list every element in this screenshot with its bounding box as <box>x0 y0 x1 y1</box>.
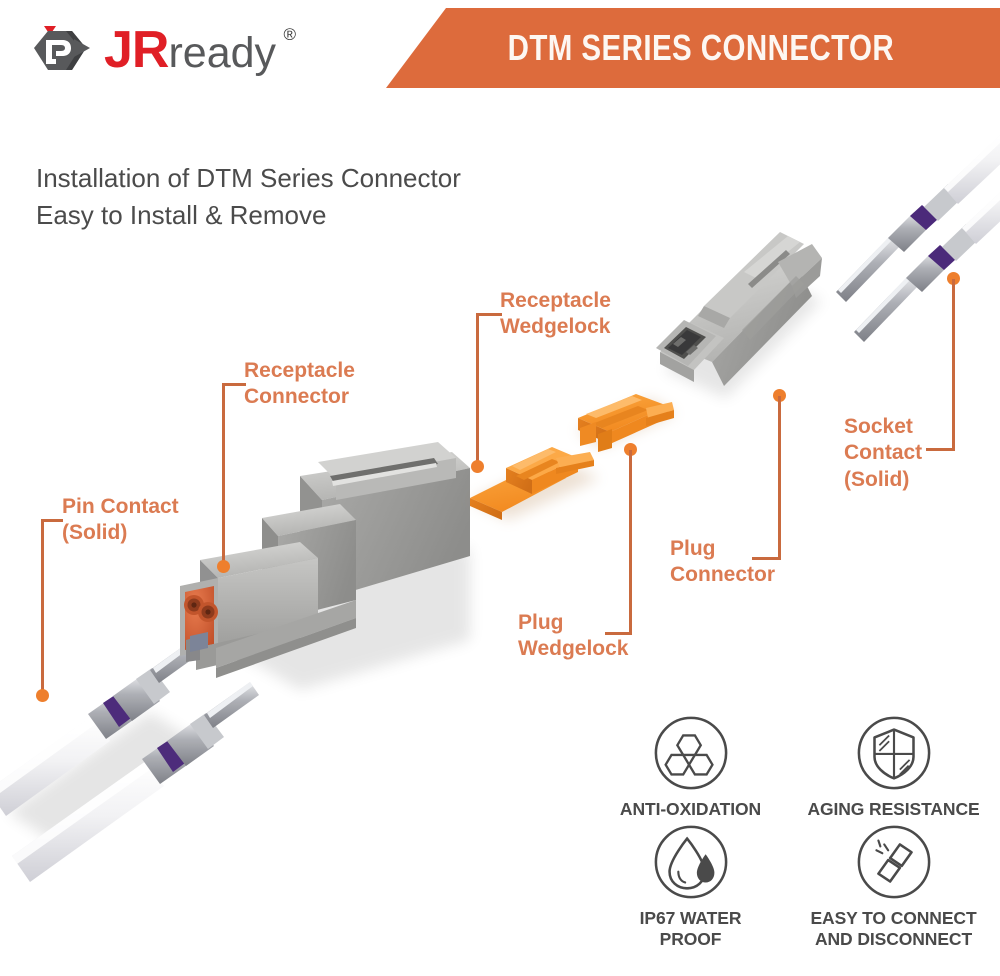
leader-dot-pin-contact <box>36 689 49 702</box>
plug-wedgelock-part <box>576 394 676 452</box>
leader-dot-plug-wedgelock <box>624 443 637 456</box>
leader-stub-receptacle-connector <box>222 383 246 386</box>
callout-label-plug-connector: Plug Connector <box>670 537 775 587</box>
shield-icon <box>857 716 930 790</box>
leader-stub-socket-contact <box>926 448 955 451</box>
jrready-hex-logo-icon <box>34 26 90 70</box>
pin-contact-pair <box>0 637 259 882</box>
leader-stub-plug-connector <box>752 557 781 560</box>
leader-dot-receptacle-wedgelock <box>471 460 484 473</box>
water-drop-icon <box>654 825 727 899</box>
subtitle-line-2: Easy to Install & Remove <box>36 199 327 230</box>
leader-dot-socket-contact <box>947 272 960 285</box>
feature-label-ip67-waterproof: IP67 WATER PROOF <box>639 908 742 949</box>
banner-title: DTM SERIES CONNECTOR <box>507 27 895 68</box>
receptacle-wedgelock-part <box>470 447 600 520</box>
logo-text-ready: ready <box>168 29 277 77</box>
logo-text-jr: JR <box>104 21 169 79</box>
feature-aging-resistance: AGING RESISTANCE <box>795 714 992 819</box>
plug-connector-body <box>656 232 822 398</box>
feature-easy-connect: EASY TO CONNECT AND DISCONNECT <box>795 823 992 949</box>
feature-list: ANTI-OXIDATION AGING RESISTANCE <box>592 714 992 949</box>
leader-line-receptacle-wedgelock <box>476 313 479 465</box>
callout-label-socket-contact: Socket Contact (Solid) <box>844 415 923 491</box>
leader-dot-plug-connector <box>773 389 786 402</box>
socket-contact-pair <box>836 135 1000 342</box>
leader-line-pin-contact <box>41 519 44 694</box>
callout-label-plug-wedgelock: Plug Wedgelock <box>518 611 629 661</box>
feature-label-easy-connect: EASY TO CONNECT AND DISCONNECT <box>810 908 977 949</box>
feature-label-aging-resistance: AGING RESISTANCE <box>807 799 980 819</box>
brand-logo: JRready ® <box>26 20 296 79</box>
hexagons-icon <box>654 716 727 790</box>
leader-stub-receptacle-wedgelock <box>476 313 502 316</box>
leader-line-plug-connector <box>778 396 781 560</box>
callout-label-receptacle-connector: Receptacle Connector <box>244 359 355 409</box>
callout-label-receptacle-wedgelock: Receptacle Wedgelock <box>500 289 611 339</box>
leader-line-receptacle-connector <box>222 383 225 565</box>
subtitle-line-1: Installation of DTM Series Connector <box>36 163 461 193</box>
leader-dot-receptacle-connector <box>217 560 230 573</box>
feature-anti-oxidation: ANTI-OXIDATION <box>592 714 789 819</box>
broken-link-icon <box>857 825 930 899</box>
receptacle-connector-body <box>180 442 470 690</box>
page-subtitle: Installation of DTM Series Connector Eas… <box>36 160 461 234</box>
title-banner: DTM SERIES CONNECTOR <box>386 8 1000 88</box>
leader-line-plug-wedgelock <box>629 450 632 635</box>
leader-stub-plug-wedgelock <box>605 632 632 635</box>
brand-wordmark: JRready ® <box>104 21 296 79</box>
callout-label-pin-contact: Pin Contact (Solid) <box>62 495 179 545</box>
feature-ip67-waterproof: IP67 WATER PROOF <box>592 823 789 949</box>
registered-trademark-icon: ® <box>283 25 297 44</box>
feature-label-anti-oxidation: ANTI-OXIDATION <box>619 799 762 819</box>
leader-stub-pin-contact <box>41 519 63 522</box>
page-header: JRready ® DTM SERIES CONNECTOR <box>0 0 1000 110</box>
leader-line-socket-contact <box>952 279 955 451</box>
